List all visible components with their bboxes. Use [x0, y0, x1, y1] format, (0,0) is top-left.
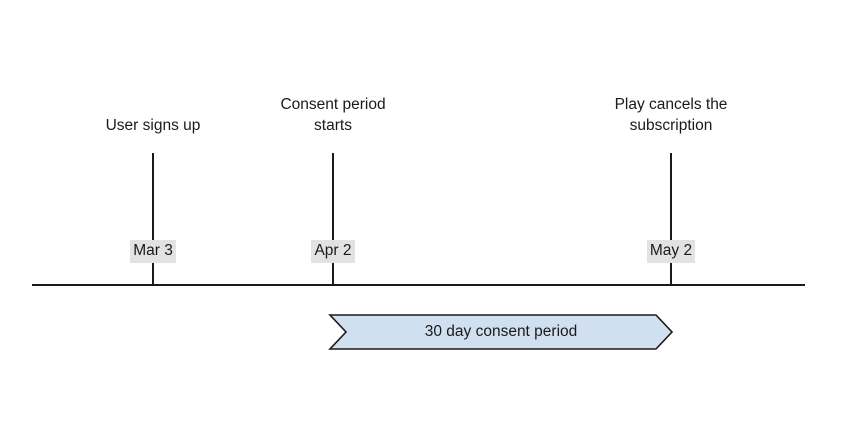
- event-date-label: Apr 2: [311, 240, 355, 263]
- event-title: Play cancels the subscription: [614, 96, 728, 134]
- event-title: User signs up: [105, 117, 201, 134]
- event-date-label: Mar 3: [130, 240, 176, 263]
- event-tick-line: [152, 153, 154, 285]
- consent-period-banner: 30 day consent period: [328, 314, 674, 350]
- event-tick-line: [332, 153, 334, 285]
- chevron-banner-shape: [328, 314, 674, 350]
- event-tick-line: [670, 153, 672, 285]
- event-title: Consent period starts: [280, 96, 386, 134]
- event-date-container: Apr 2: [253, 240, 413, 263]
- chevron-polygon: [328, 314, 674, 350]
- event-date-container: May 2: [591, 240, 751, 263]
- timeline-axis: [32, 284, 805, 286]
- event-date-label: May 2: [646, 240, 696, 263]
- event-date-container: Mar 3: [73, 240, 233, 263]
